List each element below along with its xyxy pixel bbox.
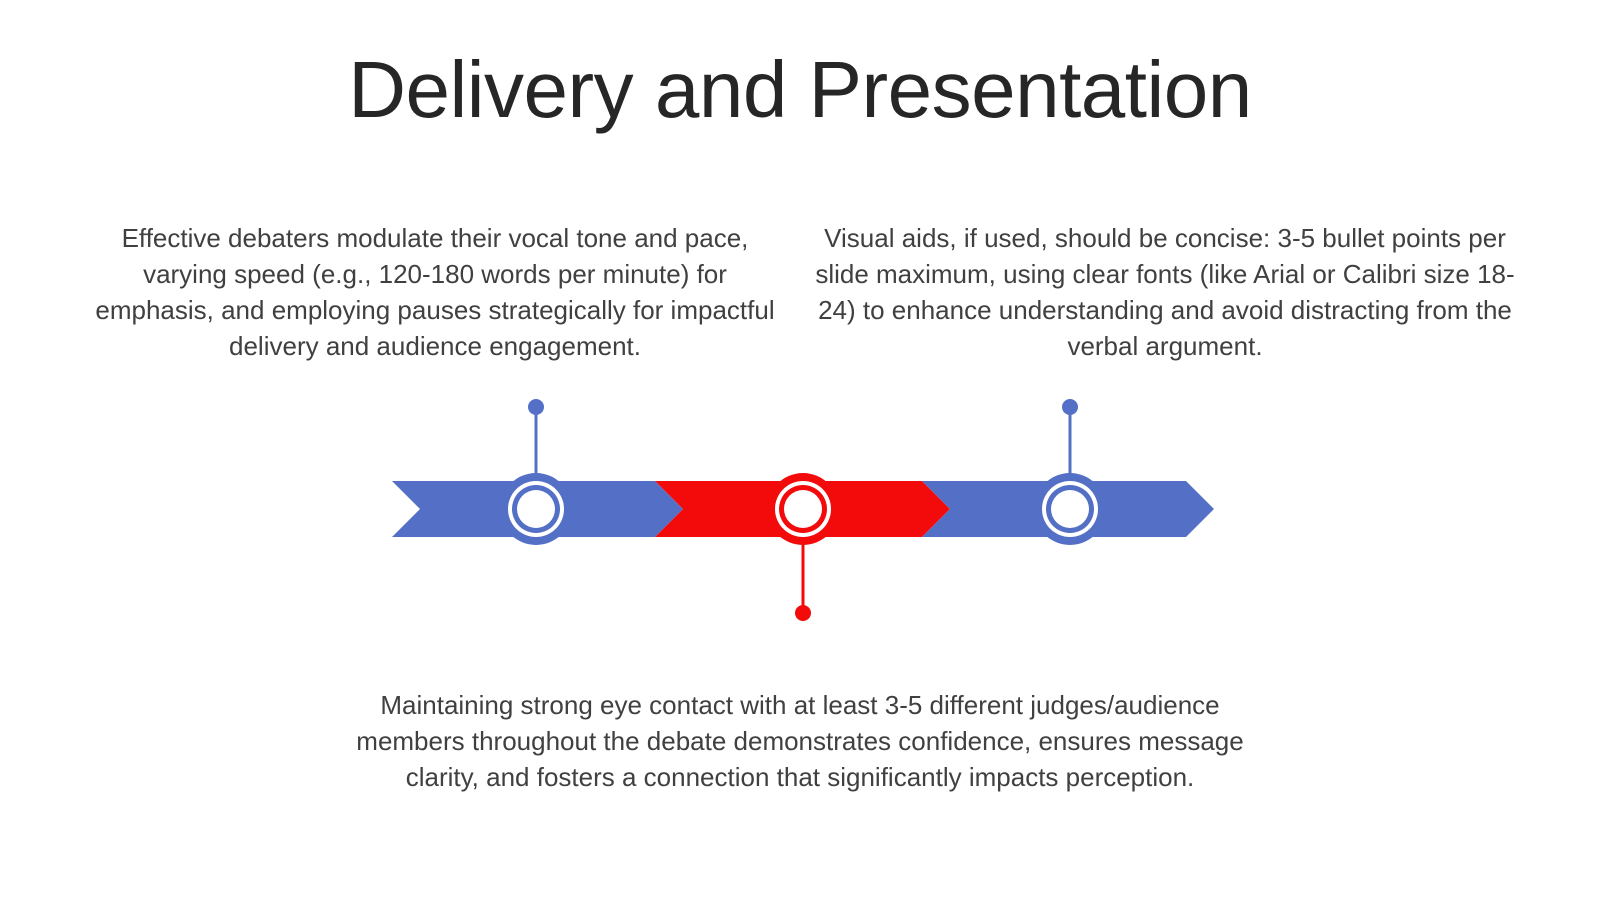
- milestone-vocal-delivery: [500, 399, 572, 545]
- milestone-visual-aids: [1034, 399, 1106, 545]
- connector-dot: [528, 399, 544, 415]
- milestone-eye-contact: [767, 473, 839, 621]
- milestone-text-eye-contact: Maintaining strong eye contact with at l…: [356, 690, 1244, 792]
- milestone-center: [1051, 490, 1089, 528]
- slide-title: Delivery and Presentation: [348, 45, 1252, 134]
- milestone-center: [784, 490, 822, 528]
- connector-dot: [795, 605, 811, 621]
- milestone-center: [517, 490, 555, 528]
- milestone-text-vocal-delivery: Effective debaters modulate their vocal …: [95, 223, 775, 361]
- connector-dot: [1062, 399, 1078, 415]
- milestone-text-visual-aids: Visual aids, if used, should be concise:…: [815, 223, 1515, 361]
